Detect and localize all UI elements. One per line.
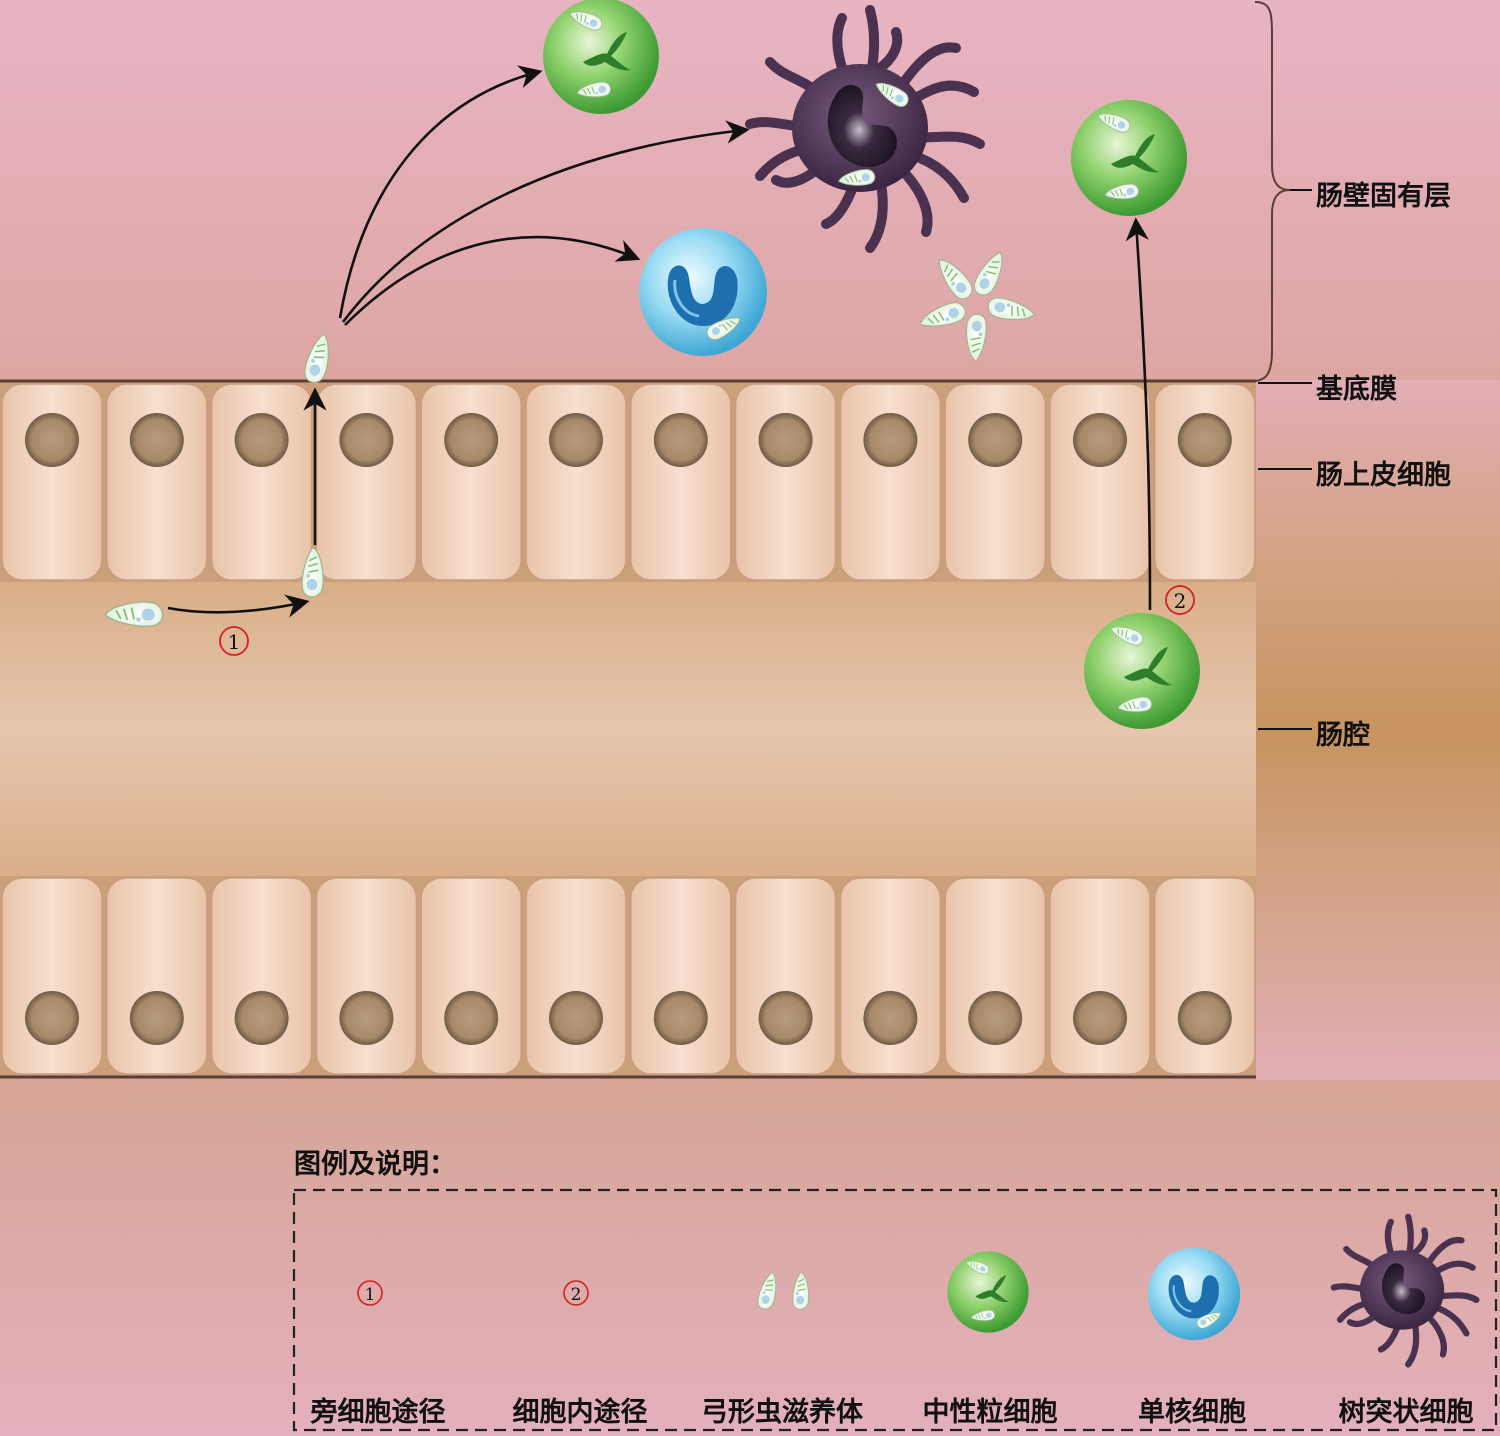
arrow-to-dendritic-cell	[341, 120, 750, 323]
epithelial-cell-top-1	[1, 383, 103, 581]
svg-text:1: 1	[228, 630, 241, 654]
epithelial-cell-top-8	[734, 383, 837, 581]
epithelial-cell-bottom-7	[630, 877, 732, 1075]
epithelial-cell-top-6	[525, 383, 627, 581]
neutrophil-lamina	[1071, 100, 1187, 216]
epithelial-cell-bottom-5	[420, 877, 522, 1075]
svg-text:2: 2	[571, 1285, 582, 1305]
legend-label-paracellular: 旁细胞途径	[310, 1397, 446, 1428]
label-lamina-propria: 肠壁固有层	[1316, 181, 1451, 212]
label-lumen: 肠腔	[1316, 720, 1370, 751]
epithelial-cell-bottom-10	[944, 877, 1046, 1075]
svg-text:2: 2	[1174, 589, 1187, 613]
legend-symbol-1: 1	[357, 1280, 383, 1306]
epithelium-bottom-band	[0, 876, 1256, 1076]
arrow-paracellular-to-junction	[167, 594, 310, 618]
epithelial-cell-top-11	[1049, 383, 1151, 581]
epithelial-cell-bottom-12	[1154, 877, 1256, 1075]
neutrophil-top	[543, 0, 659, 114]
legend-label-dendritic-cell: 树突状细胞	[1338, 1397, 1474, 1428]
epithelial-cell-top-9	[839, 383, 942, 581]
arrow-to-neutrophil	[338, 65, 543, 319]
arrow-transcellular-up	[1125, 217, 1152, 611]
epithelial-cell-bottom-9	[839, 877, 942, 1075]
epithelial-cell-top-10	[944, 383, 1046, 581]
legend-label-transcellular: 细胞内途径	[512, 1397, 648, 1428]
epithelial-cell-top-4	[315, 383, 418, 581]
legend-neutrophil-icon	[947, 1251, 1028, 1332]
epithelial-cell-top-2	[106, 383, 208, 581]
epithelial-cell-bottom-4	[315, 877, 418, 1075]
epithelial-cell-bottom-1	[1, 877, 103, 1075]
label-basement-membrane: 基底膜	[1316, 374, 1397, 405]
legend-monocyte-icon	[1148, 1248, 1240, 1340]
legend-title: 图例及说明：	[294, 1149, 456, 1180]
legend-label-monocyte: 单核细胞	[1138, 1397, 1246, 1428]
intestinal-lumen	[0, 580, 1256, 880]
legend-label-neutrophil: 中性粒细胞	[922, 1397, 1058, 1428]
epithelial-cell-bottom-6	[525, 877, 627, 1075]
epithelial-cell-bottom-8	[734, 877, 837, 1075]
epithelial-cell-top-7	[630, 383, 732, 581]
epithelial-cell-top-3	[210, 383, 313, 581]
legend-box	[292, 1188, 1498, 1432]
svg-text:1: 1	[365, 1285, 376, 1305]
label-epithelial-cells: 肠上皮细胞	[1316, 460, 1451, 491]
epithelial-cell-bottom-3	[210, 877, 313, 1075]
route-marker-1: 1	[219, 626, 249, 656]
arrow-to-monocyte	[344, 235, 641, 326]
legend-label-tachyzoite: 弓形虫滋养体	[701, 1397, 863, 1428]
epithelial-cell-top-5	[420, 383, 522, 581]
epithelial-cell-bottom-11	[1049, 877, 1151, 1075]
epithelial-cell-top-12	[1154, 383, 1256, 581]
epithelium-top-band	[0, 382, 1256, 582]
neutrophil-lumen	[1084, 613, 1200, 729]
epithelial-cell-bottom-2	[106, 877, 208, 1075]
monocyte-main	[639, 228, 767, 356]
legend-symbol-2: 2	[563, 1280, 589, 1306]
route-marker-2: 2	[1165, 585, 1195, 615]
